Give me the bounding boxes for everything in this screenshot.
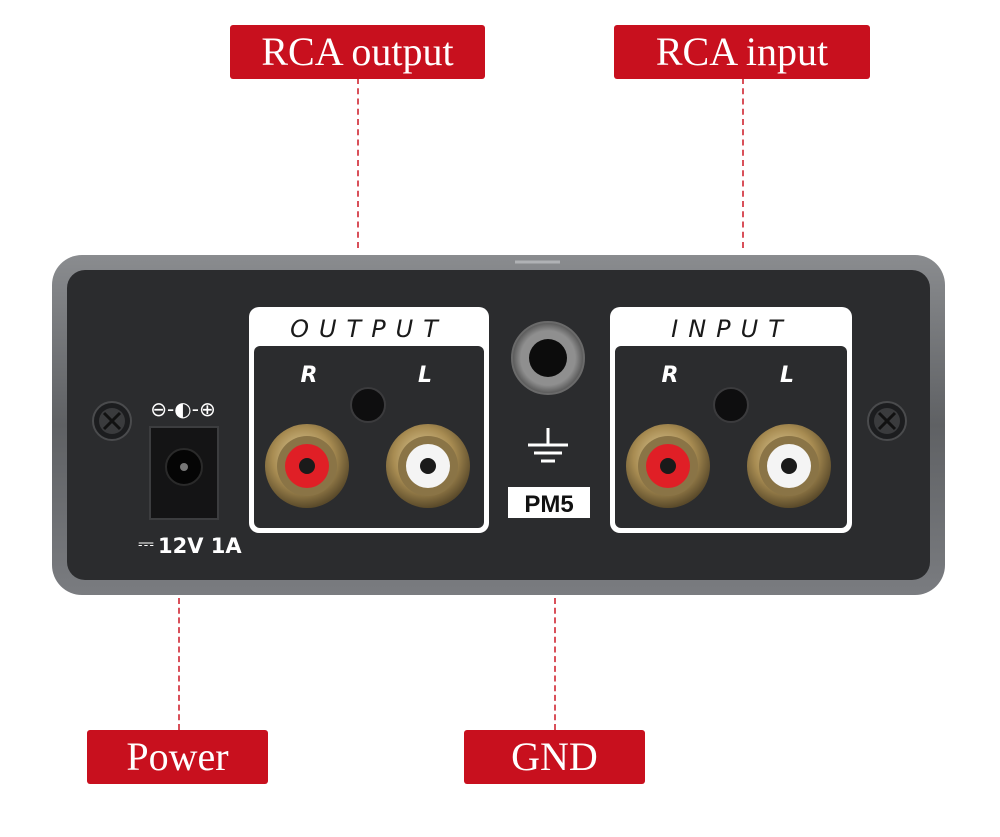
input-r-jack <box>626 424 710 508</box>
gnd-binding-post <box>511 321 585 395</box>
input-title: INPUT <box>671 315 793 343</box>
input-group: INPUT R L <box>610 307 852 533</box>
model-label: PM5 <box>524 491 573 518</box>
input-r-label: R <box>662 363 679 388</box>
input-l-label: L <box>780 363 794 388</box>
callout-rca-output: RCA output <box>230 25 485 79</box>
leader-rca-input <box>742 78 744 248</box>
callout-rca-input: RCA input <box>614 25 870 79</box>
screw-right-icon <box>867 401 907 441</box>
dc-symbol: ⎓ <box>138 531 154 555</box>
callout-gnd: GND <box>464 730 645 784</box>
power-rating: 12V 1A <box>158 534 242 558</box>
input-l-jack <box>747 424 831 508</box>
output-r-jack <box>265 424 349 508</box>
output-button <box>350 387 386 423</box>
output-l-jack <box>386 424 470 508</box>
leader-gnd <box>554 598 556 730</box>
screw-left-icon <box>92 401 132 441</box>
model-badge <box>508 487 590 518</box>
input-button <box>713 387 749 423</box>
output-r-label: R <box>301 363 318 388</box>
output-title: OUTPUT <box>290 315 448 343</box>
ground-icon <box>528 428 568 463</box>
output-l-label: L <box>418 363 432 388</box>
leader-rca-output <box>357 78 359 248</box>
polarity-symbol: ⊖-◐-⊕ <box>150 397 215 421</box>
leader-power <box>178 598 180 730</box>
output-group: OUTPUT R L <box>249 307 489 533</box>
callout-power: Power <box>87 730 268 784</box>
dc-power-jack <box>149 426 219 520</box>
